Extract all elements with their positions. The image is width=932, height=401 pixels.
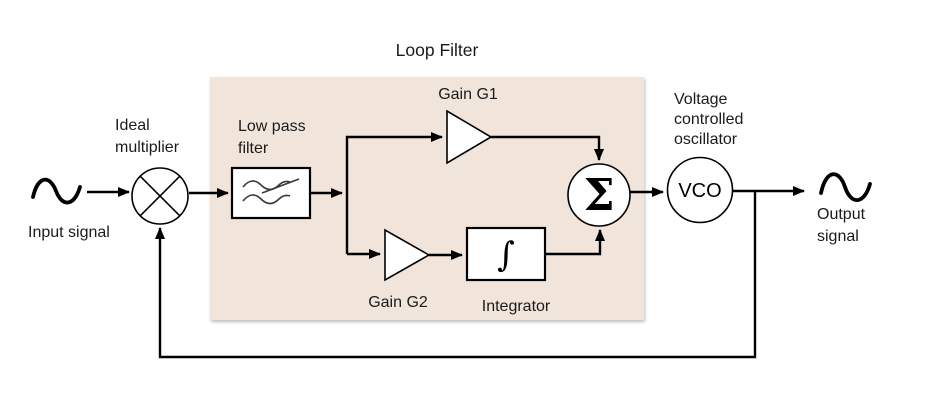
feedback-path (155, 191, 757, 359)
gain-g2-label: Gain G2 (368, 294, 428, 311)
input-sine-icon (31, 177, 82, 205)
input-signal-label: Input signal (28, 224, 110, 241)
summer-circle (567, 163, 631, 227)
sigma-symbol: Σ (583, 170, 614, 221)
vco-caption-line2: controlled (674, 111, 743, 128)
integrator-box (465, 226, 547, 282)
label-layer: Loop Filter Ideal multiplier Low pass fi… (28, 40, 866, 315)
multiplier-x-icon (139, 175, 181, 217)
vco-label: VCO (678, 180, 721, 202)
integrator-label: Integrator (482, 298, 551, 315)
gain-g2-triangle (384, 228, 431, 282)
loop-filter-title: Loop Filter (396, 40, 479, 60)
wave-slash-icon (261, 178, 300, 194)
wave-bottom-icon (242, 194, 291, 205)
connector-layer (31, 109, 872, 359)
symbol-layer: Σ ∫ VCO (497, 170, 722, 275)
output-sine-icon (819, 172, 872, 202)
arrow-integrator-to-summer (545, 229, 605, 256)
lpf-label-line1: Low pass (238, 118, 306, 135)
low-pass-filter-box (230, 166, 312, 220)
arrow-g1-to-summer (491, 135, 604, 161)
gain-g1-triangle (446, 109, 493, 165)
branch-to-gain-g1 (345, 132, 443, 254)
output-signal-label-line1: Output (817, 206, 866, 223)
multiplier-label-line1: Ideal (115, 117, 150, 134)
vco-circle (666, 156, 734, 224)
gain-g1-label: Gain G1 (438, 86, 498, 103)
integral-symbol: ∫ (497, 235, 515, 275)
multiplier-label-line2: multiplier (115, 139, 180, 156)
vco-caption-line1: Voltage (674, 91, 727, 108)
lpf-label-line2: filter (238, 140, 269, 157)
vco-caption-line3: oscillator (674, 131, 738, 148)
output-signal-label-line2: signal (817, 228, 859, 245)
